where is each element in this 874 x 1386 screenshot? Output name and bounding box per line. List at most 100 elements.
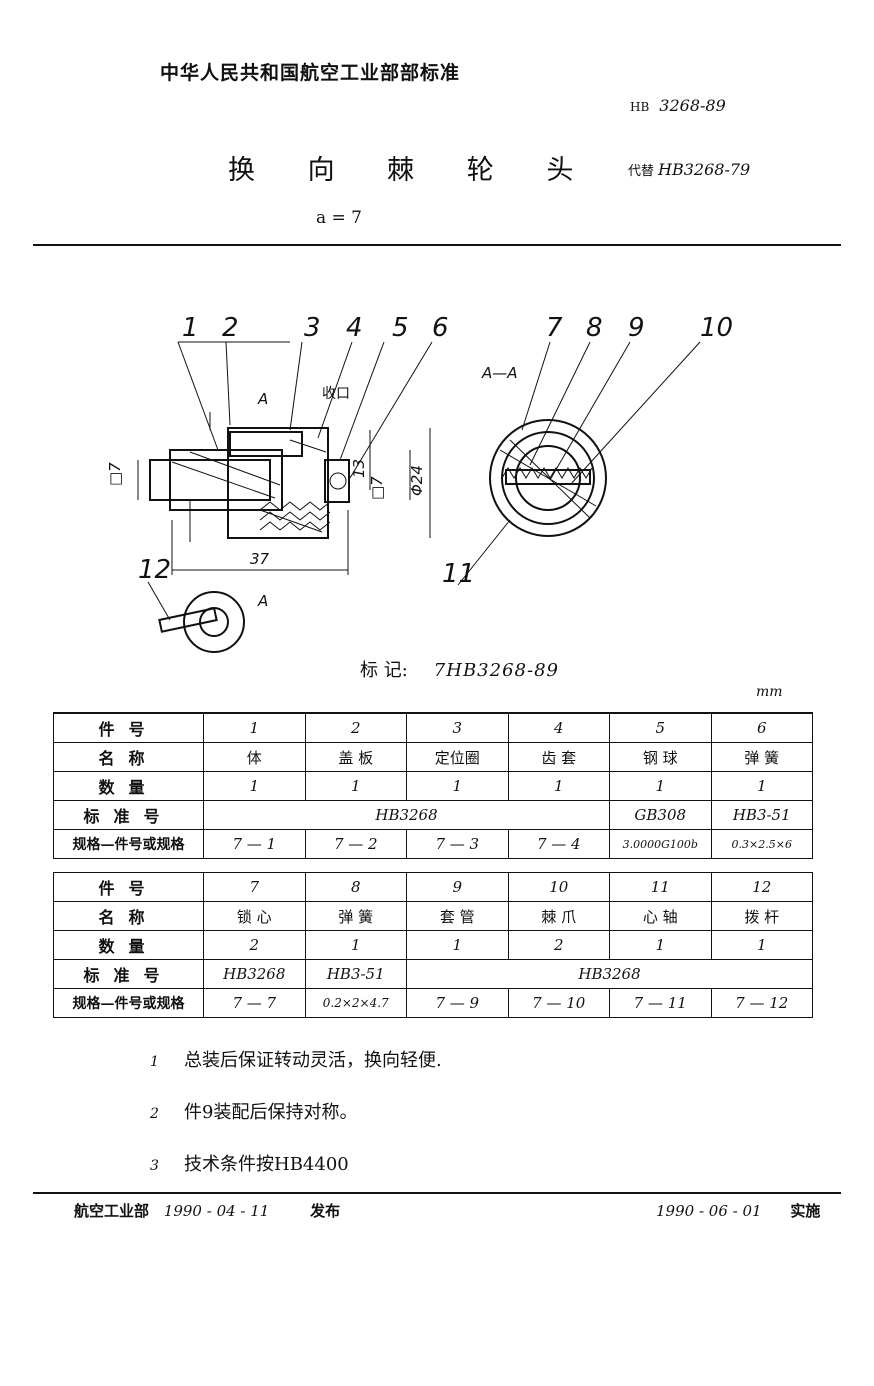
callout-numbers: 1 2 3 4 5 6 7 8 9 10 11 12 [138, 313, 733, 589]
table-cell: 1 [710, 771, 813, 801]
dim-square-right: □7 [368, 476, 386, 500]
table-cell: 盖 板 [304, 742, 407, 772]
replaces-label: 代替 [628, 164, 655, 179]
dim-length: 37 [250, 550, 270, 568]
dim-13: 13 [350, 459, 368, 478]
effective-date: 1990 - 06 - 01 [656, 1202, 762, 1220]
callout-10: 10 [700, 313, 733, 343]
table-cell: 7 — 2 [304, 829, 407, 859]
table-cell: 9 [406, 872, 509, 902]
marking: 标 记:7HB3268-89 [360, 656, 559, 682]
table-cell: 7 — 7 [203, 988, 306, 1018]
unit-label: mm [756, 684, 783, 700]
table-row: 数量 2 1 1 2 1 1 [53, 930, 813, 960]
row-header: 标准号 [53, 959, 204, 989]
table-cell: 心 轴 [609, 901, 712, 931]
table-cell: HB3268 [406, 959, 813, 989]
table-cell: 12 [710, 872, 813, 902]
note-text: 总装后保证转动灵活，换向轻便. [184, 1050, 442, 1071]
table-cell: HB3268 [203, 959, 306, 989]
standard-code-label: HB [630, 100, 650, 114]
table-cell: 7 — 3 [406, 829, 509, 859]
table-row: 件号 1 2 3 4 5 6 [53, 712, 813, 743]
note-number: 3 [150, 1158, 159, 1174]
callout-12: 12 [138, 555, 171, 585]
parts-table-2: 件号 7 8 9 10 11 12 名称 锁 心 弹 簧 套 管 棘 爪 心 轴… [53, 872, 813, 1018]
standard-organization: 中华人民共和国航空工业部部标准 [160, 62, 461, 84]
table-cell: 2 [507, 930, 610, 960]
note-text: 技术条件按HB4400 [184, 1154, 349, 1175]
table-cell: 1 [609, 771, 712, 801]
table-cell: 10 [507, 872, 610, 902]
standard-code-value: 3268-89 [659, 96, 726, 115]
dim-diameter: Φ24 [408, 465, 426, 496]
table-cell: 1 [304, 771, 407, 801]
table-cell: 套 管 [406, 901, 509, 931]
table-cell: HB3268 [203, 800, 610, 830]
table-cell: 体 [203, 742, 306, 772]
view-mark-bottom: A [257, 592, 268, 610]
table-cell: 齿 套 [507, 742, 610, 772]
table-row: 名称 体 盖 板 定位圈 齿 套 钢 球 弹 簧 [53, 742, 813, 772]
marking-label: 标 记: [360, 660, 408, 681]
document-subtitle: a = 7 [316, 208, 363, 228]
row-header: 数量 [53, 930, 204, 960]
view-mark-top: A [257, 390, 268, 408]
table-cell: 1 [406, 771, 509, 801]
callout-3: 3 [304, 313, 321, 343]
table-cell: 3.0000G100b [609, 829, 712, 859]
callout-1: 1 [182, 313, 199, 343]
table-cell: 1 [609, 930, 712, 960]
table-row: 名称 锁 心 弹 簧 套 管 棘 爪 心 轴 拨 杆 [53, 901, 813, 931]
table-cell: 7 — 9 [406, 988, 509, 1018]
standard-code: HB 3268-89 [630, 96, 726, 115]
table-cell: 拨 杆 [710, 901, 813, 931]
table-cell: 弹 簧 [304, 901, 407, 931]
row-header: 件号 [53, 712, 204, 743]
callout-6: 6 [432, 313, 449, 343]
row-header: 数量 [53, 771, 204, 801]
replaces-value: HB3268-79 [658, 160, 751, 179]
table-cell: HB3-51 [304, 959, 407, 989]
row-header: 规格—件号或规格 [53, 829, 204, 859]
callout-8: 8 [586, 313, 603, 343]
footer-rule [33, 1192, 841, 1194]
table-cell: 1 [203, 712, 306, 743]
table-cell: 7 — 1 [203, 829, 306, 859]
issue-label: 发布 [310, 1202, 341, 1220]
table-cell: 7 [203, 872, 306, 902]
issuer: 航空工业部 [74, 1202, 150, 1220]
table-cell: 8 [304, 872, 407, 902]
table-cell: 1 [203, 771, 306, 801]
technical-drawing: 1 2 3 4 5 6 7 8 9 10 11 12 [106, 313, 733, 653]
header-rule [33, 244, 841, 246]
note-text: 件9装配后保持对称。 [184, 1102, 358, 1123]
effective-info: 1990 - 06 - 01 实施 [656, 1200, 820, 1221]
table-row: 标准号 HB3268 HB3-51 HB3268 [53, 959, 813, 989]
table-row: 件号 7 8 9 10 11 12 [53, 872, 813, 902]
table-cell: 1 [304, 930, 407, 960]
table-cell: 7 — 11 [609, 988, 712, 1018]
note-number: 1 [150, 1054, 159, 1070]
table-cell: 0.2×2×4.7 [304, 988, 407, 1018]
callout-7: 7 [546, 313, 563, 343]
table-cell: 7 — 10 [507, 988, 610, 1018]
dim-square-left: □7 [106, 462, 124, 486]
effective-label: 实施 [790, 1202, 821, 1220]
table-cell: 0.3×2.5×6 [710, 829, 813, 859]
table-cell: 1 [507, 771, 610, 801]
table-cell: 钢 球 [609, 742, 712, 772]
note-item: 3 技术条件按HB4400 [150, 1150, 442, 1176]
table-cell: 4 [507, 712, 610, 743]
callout-4: 4 [346, 313, 363, 343]
table-cell: 弹 簧 [710, 742, 813, 772]
table-row: 规格—件号或规格 7 — 1 7 — 2 7 — 3 7 — 4 3.0000G… [53, 829, 813, 859]
note-item: 1 总装后保证转动灵活，换向轻便. [150, 1046, 442, 1072]
row-header: 名称 [53, 742, 204, 772]
callout-9: 9 [628, 313, 645, 343]
table-cell: 2 [304, 712, 407, 743]
row-header: 规格—件号或规格 [53, 988, 204, 1018]
callout-2: 2 [222, 313, 239, 343]
